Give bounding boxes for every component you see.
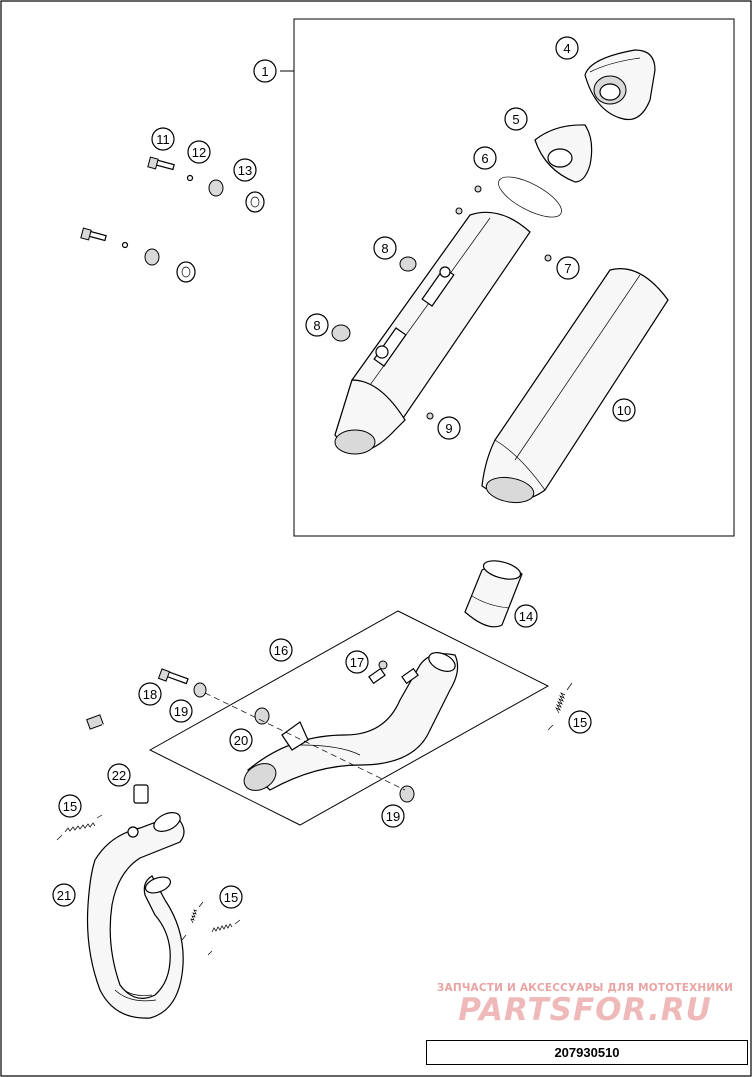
callout-label: 22 [112, 768, 126, 783]
callout: 20 [229, 728, 253, 752]
callout-label: 10 [617, 403, 631, 418]
callout-label: 20 [234, 733, 248, 748]
inner-cone-part [534, 124, 593, 183]
callout-label: 15 [573, 715, 587, 730]
connector-pipe-part [464, 560, 523, 628]
callout: 7 [556, 256, 580, 280]
callout: 13 [233, 158, 257, 182]
bushing-part [144, 248, 160, 266]
front-header-pipe-part [86, 812, 185, 1019]
callout-label: 11 [156, 132, 170, 147]
spacer-part [254, 707, 270, 725]
callout: 9 [437, 416, 461, 440]
callout-label: 6 [481, 151, 488, 166]
header-pipe-kit-frame [148, 610, 550, 826]
header-pipe-part [243, 652, 459, 791]
callout: 6 [473, 146, 497, 170]
screw-part [455, 207, 463, 215]
mounting-bolt-part [80, 227, 107, 242]
callout: 12 [187, 140, 211, 164]
silencer-body-part [334, 211, 531, 455]
silencer-sleeve-part [481, 268, 669, 504]
silencer-assembly-frame [293, 18, 735, 537]
callout-label: 9 [445, 421, 452, 436]
silencer-end-cap-part [584, 49, 656, 121]
callout-label: 21 [57, 888, 71, 903]
callout-label: 1 [261, 64, 268, 79]
callout-label: 14 [519, 609, 533, 624]
screw-part [474, 185, 482, 193]
callout: 19 [381, 804, 405, 828]
callout-label: 8 [381, 241, 388, 256]
callout-label: 18 [143, 687, 157, 702]
washer-part [121, 241, 129, 249]
bushing-part [208, 179, 224, 197]
callout-label: 19 [174, 704, 188, 719]
spring-part [181, 901, 204, 941]
callout-label: 4 [563, 41, 570, 56]
callout: 11 [151, 127, 175, 151]
screw-part [544, 254, 552, 262]
rubber-grommet-part [245, 191, 265, 213]
callout-label: 17 [350, 655, 364, 670]
callout: 15 [568, 710, 592, 734]
callout-label: 19 [386, 809, 400, 824]
bolt-part [157, 668, 189, 685]
callout: 8 [373, 236, 397, 260]
callout: 15 [219, 885, 243, 909]
callout: 4 [555, 36, 579, 60]
screw-part [426, 412, 434, 420]
callout: 19 [169, 699, 193, 723]
nut-part [193, 682, 207, 698]
spring-part [56, 814, 103, 841]
callout: 8 [305, 313, 329, 337]
callout: 1 [253, 59, 277, 83]
callout-label: 15 [224, 890, 238, 905]
callout: 5 [504, 107, 528, 131]
callout: 17 [345, 650, 369, 674]
rubber-grommet-part [399, 256, 417, 272]
callout-label: 13 [238, 163, 252, 178]
washer-part [186, 174, 194, 182]
rubber-grommet-part [331, 324, 351, 342]
document-number-box: 207930510 [426, 1040, 748, 1065]
callout-label: 8 [313, 318, 320, 333]
callout: 14 [514, 604, 538, 628]
callout-label: 12 [192, 145, 206, 160]
lambda-sensor-part [86, 714, 149, 804]
mounting-bolt-part [147, 156, 175, 171]
callout: 16 [269, 638, 293, 662]
spring-part [207, 919, 241, 956]
document-number: 207930510 [554, 1045, 620, 1060]
callout-label: 7 [564, 261, 571, 276]
bolt-part [368, 660, 419, 685]
callout: 15 [58, 794, 82, 818]
callout: 18 [138, 682, 162, 706]
nut-part [399, 785, 415, 803]
rubber-grommet-part [176, 261, 196, 283]
callout: 10 [612, 398, 636, 422]
callout-label: 16 [274, 643, 288, 658]
gasket-ring-part [498, 176, 562, 218]
callout: 21 [52, 883, 76, 907]
callout: 22 [107, 763, 131, 787]
callout-label: 5 [512, 112, 519, 127]
spring-part [547, 682, 573, 731]
callout-label: 15 [63, 799, 77, 814]
